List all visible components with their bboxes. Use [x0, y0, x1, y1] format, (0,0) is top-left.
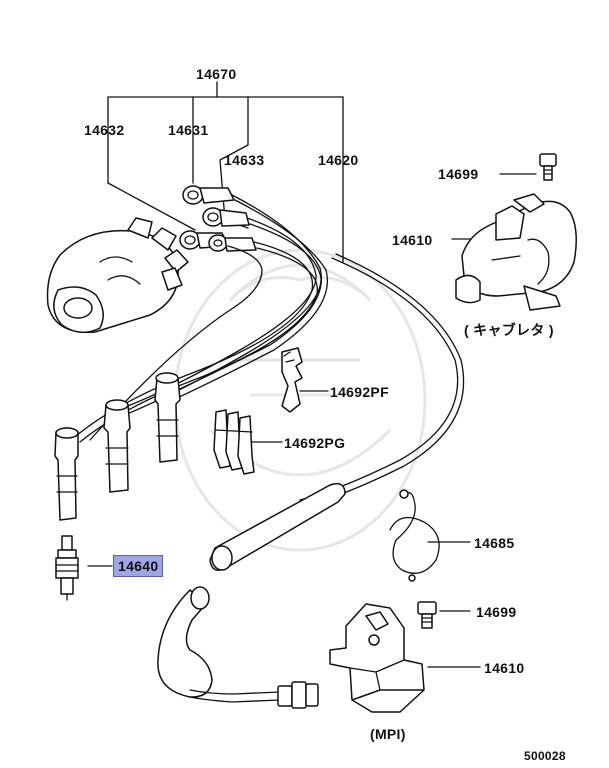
ignition-coil-carburetor: [455, 193, 577, 311]
retaining-clip: [389, 489, 440, 582]
diagram-number: 500028: [524, 749, 566, 763]
distributor-cap: [46, 217, 189, 334]
wire-separator-pg: [213, 409, 255, 475]
ignition-coil-mpi: [329, 603, 425, 713]
label-14640-highlighted[interactable]: 14640: [113, 555, 164, 577]
label-14610-top: 14610: [392, 232, 433, 248]
label-14632: 14632: [84, 122, 125, 138]
label-14685: 14685: [474, 535, 515, 551]
label-14670: 14670: [196, 66, 237, 82]
label-14610-bottom: 14610: [484, 660, 525, 676]
spark-plug-boots: [54, 372, 181, 521]
wire-clamp-pf: [281, 347, 303, 413]
bolt-bottom: [417, 601, 437, 629]
wire-boots-top: [179, 185, 257, 252]
spark-plug: [55, 535, 79, 601]
label-14631: 14631: [168, 122, 209, 138]
label-14699-bottom: 14699: [476, 604, 517, 620]
label-14699-top: 14699: [438, 166, 479, 182]
bolt-top: [539, 153, 557, 181]
label-carburetor-variant: ( キャブレタ ): [464, 322, 554, 338]
leader-lines: [87, 81, 537, 668]
label-14692pf: 14692PF: [330, 384, 389, 400]
label-14692pg: 14692PG: [284, 435, 346, 451]
label-14633: 14633: [224, 152, 265, 168]
label-mpi-variant: (MPI): [370, 726, 406, 742]
label-14620: 14620: [318, 152, 359, 168]
coil-lead-tube: [157, 482, 346, 709]
